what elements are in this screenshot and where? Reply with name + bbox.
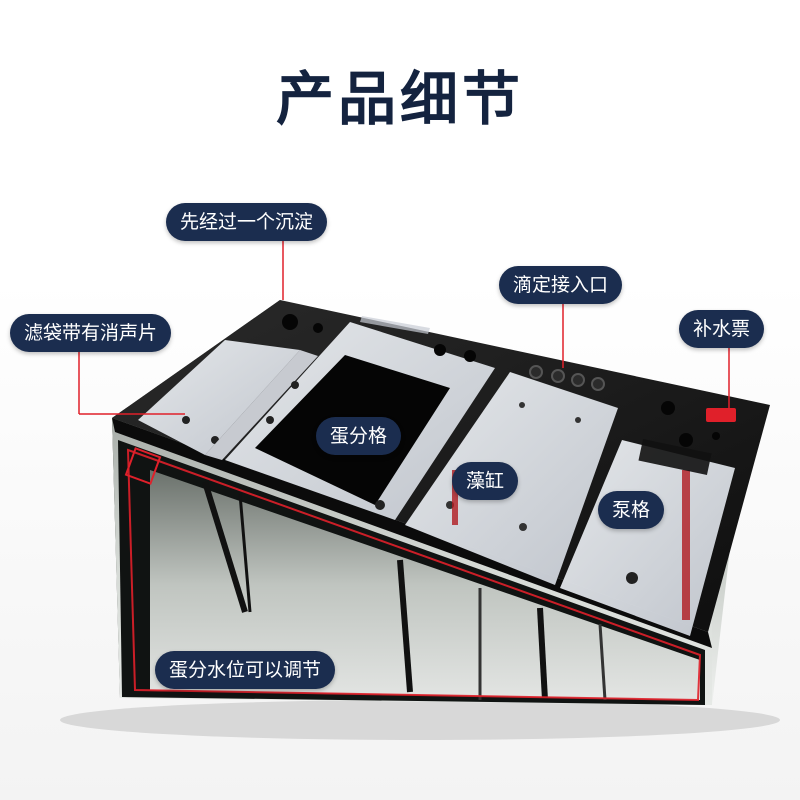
floor-shadow bbox=[60, 700, 780, 740]
page-title: 产品细节 bbox=[275, 65, 524, 133]
leader-lines bbox=[78, 240, 730, 415]
label-skimmer: 蛋分格 bbox=[316, 417, 402, 455]
label-filter-bag: 滤袋带有消声片 bbox=[10, 314, 172, 352]
label-pump: 泵格 bbox=[598, 491, 665, 529]
label-skimmer-level: 蛋分水位可以调节 bbox=[155, 651, 336, 689]
label-drip-inlet: 滴定接入口 bbox=[499, 266, 623, 304]
filter-bag-panel bbox=[138, 340, 300, 455]
front-panel-outline bbox=[126, 448, 702, 702]
refill-valve-icon bbox=[706, 408, 736, 422]
front-frame-bar bbox=[112, 418, 712, 648]
pump-plate bbox=[560, 440, 735, 636]
glass-divider bbox=[202, 481, 248, 613]
label-refill: 补水票 bbox=[679, 310, 765, 348]
label-algae: 藻缸 bbox=[452, 462, 519, 500]
label-sediment: 先经过一个沉淀 bbox=[166, 203, 328, 241]
drip-inlet-fittings bbox=[529, 365, 605, 391]
